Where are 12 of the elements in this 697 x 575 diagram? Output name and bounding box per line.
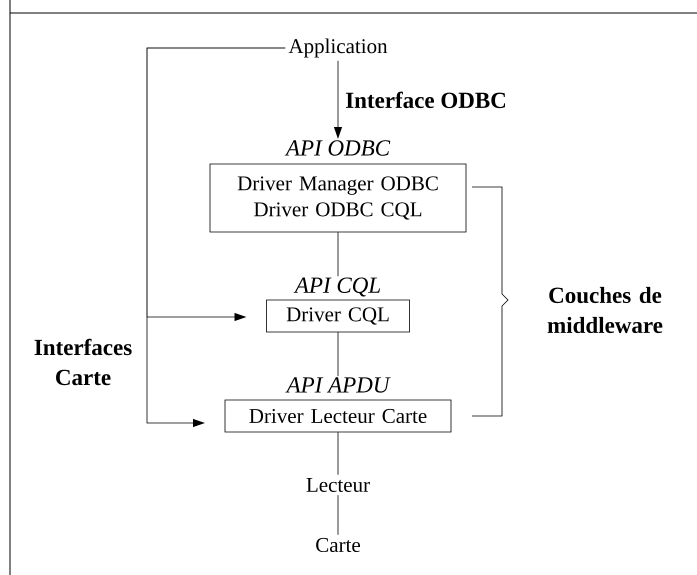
- component-label: Application: [288, 38, 388, 58]
- driver-box: Driver Manager ODBC Driver ODBC CQL: [210, 164, 466, 232]
- api-heading: API APDU: [285, 377, 391, 393]
- component-label: Carte: [316, 538, 360, 552]
- side-label: Couches de middleware: [548, 286, 662, 334]
- driver-box: Driver CQL: [266, 300, 410, 332]
- component-label: Lecteur: [306, 478, 370, 492]
- edge-label: Interface ODBC: [346, 92, 506, 108]
- api-heading: API CQL: [294, 278, 380, 296]
- side-label: Interfaces Carte: [34, 338, 132, 386]
- api-heading: API ODBC: [284, 140, 390, 156]
- driver-box: Driver Lecteur Carte: [224, 400, 452, 432]
